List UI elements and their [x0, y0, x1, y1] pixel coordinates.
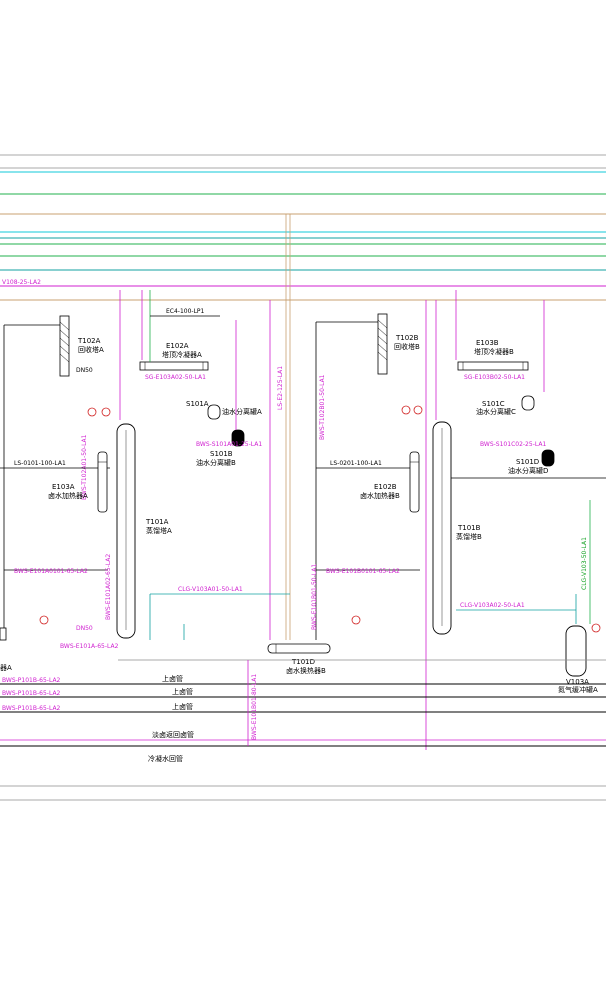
- vertical-divider: [285, 214, 291, 640]
- p1-label: BWS-P101B-65-LA2: [2, 677, 61, 684]
- ls-left-label: LS-0101-100-LA1: [14, 460, 66, 467]
- e102b-name: 卤水加热器B: [360, 491, 400, 500]
- s101d-name: 油水分离罐D: [508, 466, 548, 475]
- e102b-id: E102B: [374, 483, 397, 491]
- e103b-condenser[interactable]: [457, 361, 529, 371]
- left-section: T102A 回收塔A DN50 E102A 塔顶冷凝器A SG-E103A02-…: [0, 290, 290, 672]
- instrument-pi-right[interactable]: [351, 405, 601, 633]
- t101a-name: 蒸馏塔A: [146, 526, 172, 535]
- p3-label: BWS-P101B-65-LA2: [2, 705, 61, 712]
- e102a-condenser[interactable]: [139, 361, 209, 371]
- left-edge-vessel: [0, 627, 7, 641]
- bottom-mid-label: BWS-E101B01-80-LA1: [251, 674, 258, 740]
- e104-exchanger[interactable]: [267, 643, 331, 654]
- s101b-vessel[interactable]: [231, 429, 245, 447]
- header-h4: 淡卤返回卤管: [152, 730, 194, 739]
- header-h2: 上卤管: [172, 687, 193, 696]
- e103b-id: E103B: [476, 339, 499, 347]
- clg-right-label: CLG-V103A02-50-LA1: [460, 602, 525, 609]
- header-h1: 上卤管: [162, 674, 183, 683]
- bottom-headers: BWS-E101B01-80-LA1 BWS-P101B-65-LA2 BWS-…: [0, 660, 606, 763]
- s101b-id: S101B: [210, 450, 233, 458]
- header-h3: 上卤管: [172, 702, 193, 711]
- frame-lines-top: [0, 154, 606, 169]
- s101c-vessel[interactable]: [521, 395, 535, 411]
- vert-right-label: BWS-T102B01-50-LA1: [319, 374, 326, 440]
- frame-lines-bottom: [0, 785, 606, 801]
- e104-name: 卤水换热器B: [286, 666, 326, 675]
- e102a-id: E102A: [166, 342, 189, 350]
- t102a-column[interactable]: [59, 315, 70, 377]
- t102a-name: 回收塔A: [78, 345, 104, 354]
- s101d-vessel[interactable]: [541, 449, 555, 467]
- e103a-id: E103A: [52, 483, 75, 491]
- e101-left-label: BWS-E101A-65-LA2: [60, 643, 119, 650]
- vert-mid2-label: BWS-E101B01-50-LA1: [311, 564, 318, 630]
- bws-left-label: BWS-E101A0101-65-LA2: [14, 568, 88, 575]
- v103-name: 氮气缓冲罐A: [558, 685, 598, 694]
- e103a-name: 卤水加热器A: [48, 491, 88, 500]
- left-cut-label: 器A: [0, 664, 12, 672]
- e102b-heater[interactable]: [409, 451, 420, 513]
- vert-left-label: BWS-T102A01-50-LA1: [81, 434, 88, 500]
- t101a-tower[interactable]: [116, 423, 136, 639]
- utility-header-lines: [0, 171, 606, 301]
- ls-right-label: LS-0201-100-LA1: [330, 460, 382, 467]
- t101b-name: 蒸馏塔B: [456, 532, 482, 541]
- p2-label: BWS-P101B-65-LA2: [2, 690, 61, 697]
- bws-right-label: BWS-E101B0101-65-LA2: [326, 568, 400, 575]
- header-h5: 冷凝水回管: [148, 754, 183, 763]
- s101c-line-label: BWS-S101C02-25-LA1: [480, 441, 546, 448]
- t101b-tower[interactable]: [432, 421, 452, 635]
- dn-left-label: DN50: [76, 367, 93, 374]
- s101d-id: S101D: [516, 458, 539, 466]
- s101c-id: S101C: [482, 400, 505, 408]
- t101b-id: T101B: [457, 524, 481, 532]
- lp-top-label: EC4-100-LP1: [166, 308, 205, 315]
- sg-left-label: SG-E103A02-50-LA1: [145, 374, 206, 381]
- right-section: T102B 回收塔B E103B 塔顶冷凝器B SG-E103B02-50-LA…: [267, 290, 606, 750]
- vert-mid-label: LS-E2-125-LA1: [277, 366, 284, 410]
- right-vert-label: CLG-V103-50-LA1: [581, 537, 588, 590]
- bws-mid-label: BWS-E101A02-65-LA2: [105, 554, 112, 620]
- clg-left-label: CLG-V103A01-50-LA1: [178, 586, 243, 593]
- e103a-heater[interactable]: [97, 451, 108, 513]
- v103-id: V103A: [566, 678, 589, 686]
- s101a-name: 油水分离罐A: [222, 407, 262, 416]
- instrument-pi-left[interactable]: [39, 407, 111, 625]
- s101a-line-label: BWS-S101A01-25-LA1: [196, 441, 262, 448]
- t102b-id: T102B: [395, 334, 419, 342]
- e103b-name: 塔顶冷凝器B: [474, 347, 514, 356]
- v103-vessel[interactable]: [565, 625, 587, 677]
- sg-right-label: SG-E103B02-50-LA1: [464, 374, 525, 381]
- t102b-name: 回收塔B: [394, 342, 420, 351]
- e102a-name: 塔顶冷凝器A: [162, 350, 202, 359]
- top-header-label: V108-25-LA2: [2, 279, 41, 286]
- s101a-id: S101A: [186, 400, 209, 408]
- s101a-vessel[interactable]: [207, 404, 221, 420]
- e104-id: T101D: [291, 658, 315, 666]
- dn-bottom-label: DN50: [76, 625, 93, 632]
- t101a-id: T101A: [145, 518, 169, 526]
- s101c-name: 油水分离罐C: [476, 407, 516, 416]
- t102b-column[interactable]: [377, 313, 388, 375]
- s101b-name: 油水分离罐B: [196, 458, 236, 467]
- t102a-id: T102A: [77, 337, 101, 345]
